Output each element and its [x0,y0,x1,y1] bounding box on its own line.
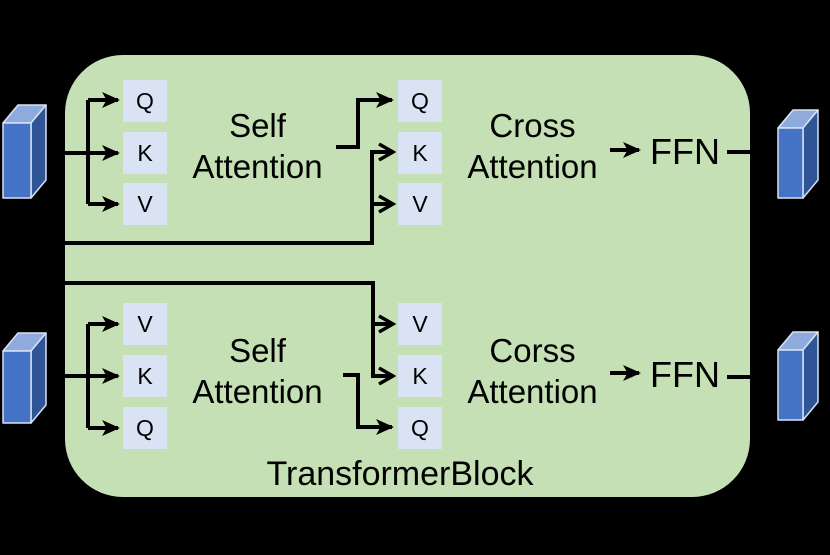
top-selfattn-to-q-arrow [336,92,394,149]
bottom-skip-line-to-k-arrow [65,281,391,376]
bottom-cross-attention-line1: Corss [489,332,576,369]
bottom-input-k-box: K [123,355,167,397]
top-self-attention-line2: Attention [192,148,323,185]
output-tensor-bottom-icon [777,331,819,421]
top-skip-line-to-k-arrow [65,152,391,245]
bottom-cross-q-box: Q [398,407,442,449]
top-input-v-box: V [123,183,167,225]
top-cross-attention-line1: Cross [489,107,576,144]
bottom-ffn-label: FFN [650,354,720,395]
output-tensor-top-icon [777,109,819,199]
top-ffn-label: FFN [650,131,720,172]
top-cross-k-box: K [398,132,442,174]
bottom-self-attention-line2: Attention [192,373,323,410]
top-cross-attention-label: Cross Attention [445,105,620,187]
top-self-attention-line1: Self [229,107,286,144]
bottom-cross-v-box: V [398,303,442,345]
bottom-input-q-box: Q [123,407,167,449]
bottom-cross-attention-line2: Attention [467,373,598,410]
top-input-q-box: Q [123,80,167,122]
input-tensor-bottom-icon [2,332,47,424]
bottom-cross-k-box: K [398,355,442,397]
bottom-input-v-box: V [123,303,167,345]
top-cross-v-box: V [398,183,442,225]
transformer-block-title: TransformerBlock [266,455,534,493]
bottom-selfattn-to-q-arrow [343,373,394,435]
top-input-k-box: K [123,132,167,174]
top-self-attention-label: Self Attention [170,105,345,187]
input-tensor-top-icon [2,104,47,199]
bottom-self-attention-line1: Self [229,332,286,369]
bottom-self-attention-label: Self Attention [170,330,345,412]
top-cross-attention-line2: Attention [467,148,598,185]
bottom-cross-attention-label: Corss Attention [445,330,620,412]
top-cross-q-box: Q [398,80,442,122]
